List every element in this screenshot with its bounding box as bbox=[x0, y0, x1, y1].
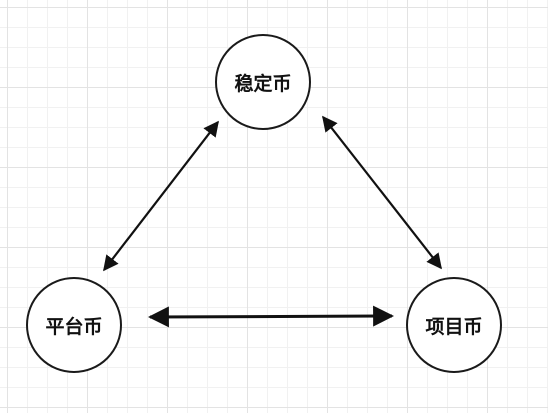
node-project-coin-label: 项目币 bbox=[425, 315, 483, 338]
node-platform-coin-label: 平台币 bbox=[45, 315, 103, 338]
node-platform-coin: 平台币 bbox=[26, 277, 122, 373]
arrow-stable-project bbox=[322, 115, 442, 270]
node-stablecoin: 稳定币 bbox=[215, 34, 311, 130]
arrow-stable-platform bbox=[103, 120, 219, 272]
node-project-coin: 项目币 bbox=[406, 277, 502, 373]
arrow-platform-project bbox=[147, 305, 395, 328]
node-stablecoin-label: 稳定币 bbox=[234, 72, 292, 95]
